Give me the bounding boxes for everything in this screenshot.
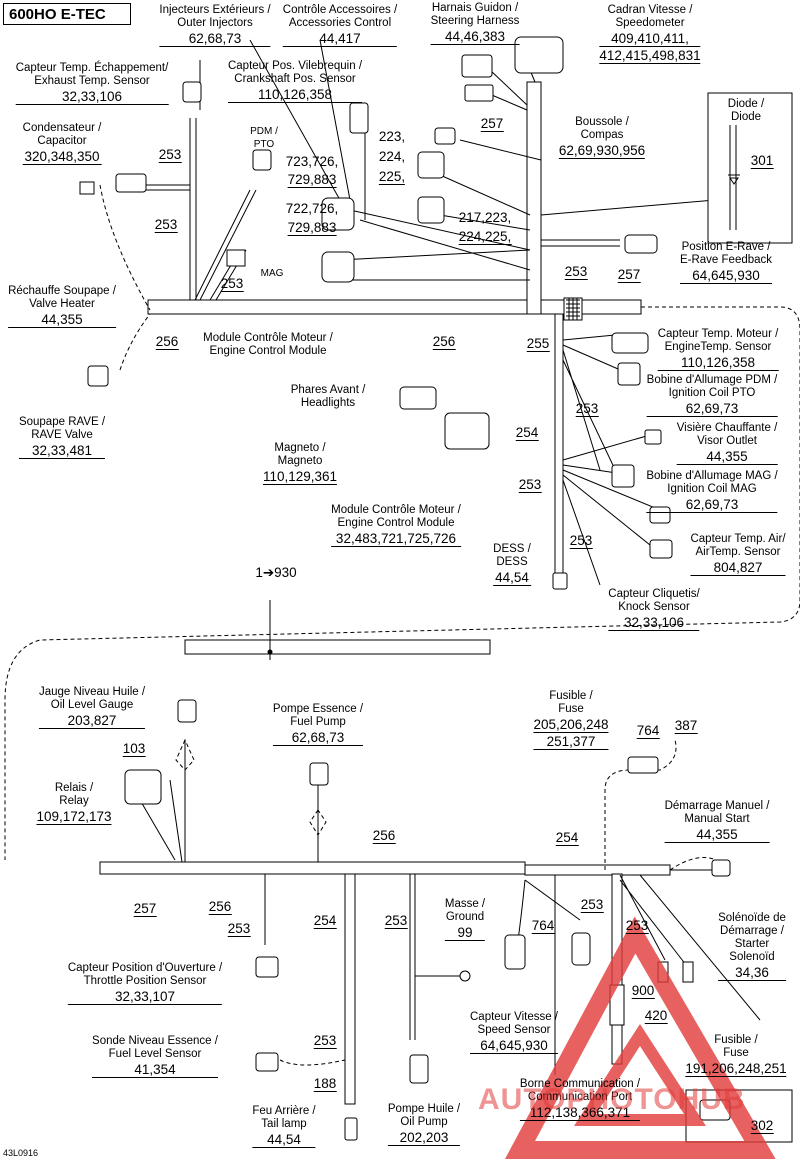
- ref-253e: 253: [575, 401, 599, 417]
- upper-main-harness: [4, 81, 800, 860]
- ref-257: 257: [480, 116, 504, 132]
- ref-254a: 254: [515, 425, 539, 441]
- watermark-text: AUTOPHOTOHUB: [478, 1083, 746, 1116]
- ref-254c: 254: [313, 913, 337, 929]
- continuation-ref: 1➔930: [255, 565, 297, 580]
- upper-branches: [99, 39, 716, 586]
- ref-256b: 256: [432, 334, 456, 350]
- ref-255: 255: [526, 336, 550, 352]
- ref-256a: 256: [155, 334, 179, 350]
- ref-224: 224,: [378, 149, 406, 164]
- ref-253i: 253: [384, 913, 408, 929]
- diode-box: [707, 92, 793, 244]
- ref-257b: 257: [617, 267, 641, 283]
- ref-900: 900: [631, 983, 655, 999]
- label-ecm-top: Module Contrôle Moteur /Engine Control M…: [203, 332, 333, 357]
- ref-729a: 729,883: [287, 172, 337, 188]
- ref-722: 722,726,: [285, 201, 339, 216]
- ref-253h: 253: [227, 921, 251, 937]
- ref-253j: 253: [580, 897, 604, 913]
- ref-764a: 764: [636, 723, 660, 739]
- ref-302: 302: [750, 1118, 774, 1134]
- label-exhaust-temp-sensor: Capteur Temp. Échappement/Exhaust Temp. …: [15, 62, 169, 105]
- ref-764b: 764: [531, 918, 555, 934]
- label-ignition-coil-mag: Bobine d'Allumage MAG /Ignition Coil MAG…: [646, 470, 778, 513]
- ref-103: 103: [122, 741, 146, 757]
- ref-387: 387: [674, 718, 698, 734]
- ref-253f: 253: [518, 477, 542, 493]
- label-headlights: Phares Avant /Headlights: [290, 384, 366, 409]
- ref-225: 225,: [378, 169, 406, 185]
- label-accessories-control: Contrôle Accessoires /Accessories Contro…: [282, 4, 398, 47]
- label-mag: MAG: [260, 268, 284, 279]
- label-engine-temp-sensor: Capteur Temp. Moteur /EngineTemp. Sensor…: [657, 328, 779, 371]
- label-ignition-coil-pto: Bobine d'Allumage PDM /Ignition Coil PTO…: [646, 374, 778, 417]
- upper-connectors: [79, 36, 673, 590]
- ref-253k: 253: [625, 918, 649, 934]
- ref-188: 188: [313, 1076, 337, 1092]
- label-crankshaft-sensor: Capteur Pos. Vilebrequin /Crankshaft Pos…: [227, 60, 363, 103]
- page-title: 600HO E-TEC: [3, 3, 131, 25]
- ref-420: 420: [644, 1008, 668, 1024]
- label-pdm-pto: PDM /PTO: [250, 126, 278, 150]
- ref-253l: 253: [313, 1033, 337, 1049]
- ref-253d: 253: [564, 264, 588, 280]
- ref-729b: 729,883: [287, 220, 337, 236]
- label-throttle-position-sensor: Capteur Position d'Ouverture /Throttle P…: [67, 962, 223, 1005]
- ref-253: 253: [158, 147, 182, 163]
- ref-256c: 256: [372, 828, 396, 844]
- ref-254b: 254: [555, 830, 579, 846]
- ref-253b: 253: [154, 217, 178, 233]
- ref-224b: 224,225,: [458, 229, 512, 245]
- label-diode: Diode /Diode: [727, 98, 765, 123]
- ref-723: 723,726,: [285, 154, 339, 169]
- ref-217: 217,223,: [458, 210, 512, 225]
- ref-257c: 257: [133, 901, 157, 917]
- ref-253c: 253: [220, 276, 244, 292]
- ref-diode: 301: [750, 153, 774, 169]
- ref-256d: 256: [208, 899, 232, 915]
- label-ecm-bottom: Module Contrôle Moteur /Engine Control M…: [331, 504, 461, 547]
- document-id: 43L0916: [3, 1148, 39, 1158]
- ref-223: 223,: [378, 129, 406, 144]
- ref-253g: 253: [569, 533, 593, 549]
